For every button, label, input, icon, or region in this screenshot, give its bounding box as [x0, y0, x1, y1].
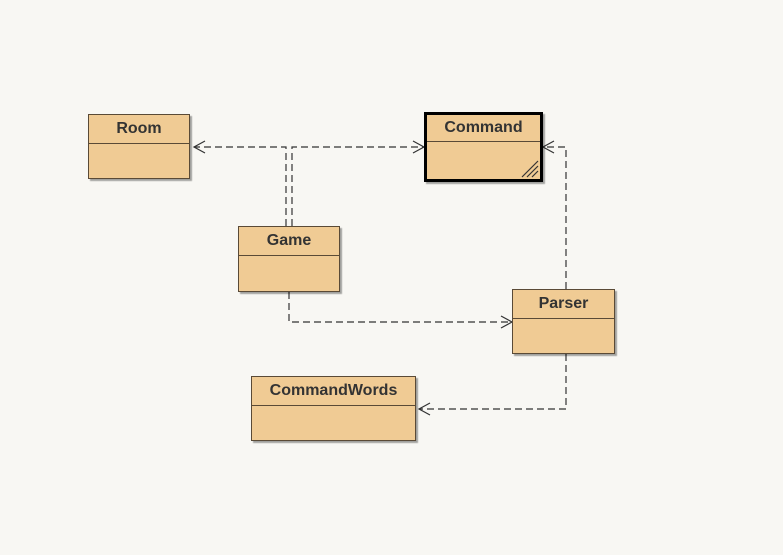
class-command[interactable]: Command [424, 112, 543, 182]
dependency-game-to-room[interactable] [194, 146, 287, 226]
resize-handle-icon[interactable] [518, 157, 540, 179]
class-name-command: Command [427, 115, 540, 142]
arrowhead-command-right [541, 140, 555, 154]
arrowhead-commandwords [417, 402, 431, 416]
dependency-parser-to-commandwords[interactable] [419, 354, 567, 410]
dependency-game-to-command[interactable] [291, 146, 424, 226]
class-parser[interactable]: Parser [512, 289, 615, 354]
dependency-parser-to-command[interactable] [543, 146, 567, 289]
class-name-room: Room [89, 115, 189, 144]
arrowhead-room [192, 140, 206, 154]
class-name-parser: Parser [513, 290, 614, 319]
class-room[interactable]: Room [88, 114, 190, 179]
class-name-commandwords: CommandWords [252, 377, 415, 406]
class-commandwords[interactable]: CommandWords [251, 376, 416, 441]
dependency-game-to-parser[interactable] [288, 292, 512, 323]
class-name-game: Game [239, 227, 339, 256]
class-game[interactable]: Game [238, 226, 340, 292]
